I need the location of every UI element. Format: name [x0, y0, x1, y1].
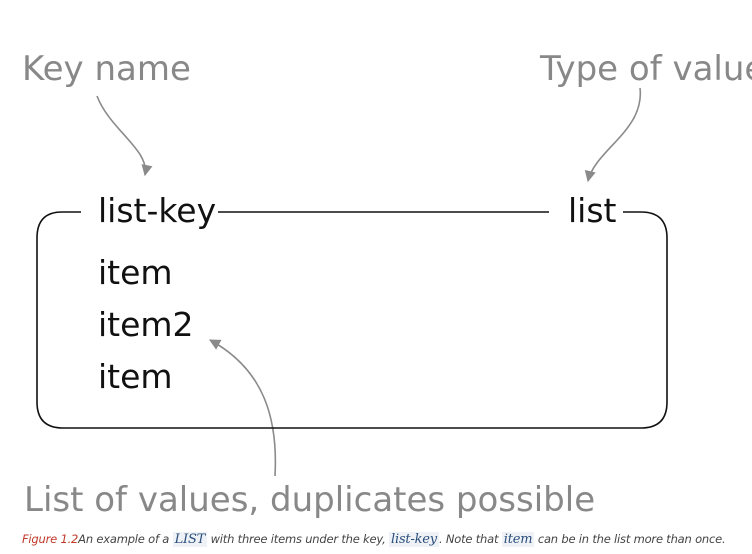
list-item: item: [98, 357, 173, 396]
caption-code: list-key: [389, 532, 439, 547]
list-box-border: [36, 211, 668, 429]
list-item: item2: [98, 305, 194, 344]
list-diagram: Key name Type of value List of values, d…: [22, 49, 752, 520]
list-key-text: list-key: [98, 191, 216, 230]
figure-label: Figure 1.2: [22, 532, 79, 546]
caption-text: An example of a: [78, 532, 173, 546]
caption-text: . Note that: [438, 532, 502, 546]
list-of-values-label: List of values, duplicates possible: [24, 480, 595, 520]
key-name-arrow: [96, 95, 153, 177]
caption-code: item: [501, 532, 535, 547]
list-item: item: [98, 253, 173, 292]
type-of-value-label: Type of value: [539, 49, 752, 89]
caption-text: can be in the list more than once.: [534, 532, 726, 546]
type-of-value-arrow: [584, 87, 641, 183]
list-of-values-arrow: [209, 339, 277, 477]
caption-code: LIST: [172, 532, 208, 547]
list-type-text: list: [568, 191, 617, 230]
key-name-label: Key name: [22, 49, 191, 89]
figure-caption: Figure 1.2An example of a LIST with thre…: [22, 532, 726, 547]
caption-text: with three items under the key,: [207, 532, 390, 546]
